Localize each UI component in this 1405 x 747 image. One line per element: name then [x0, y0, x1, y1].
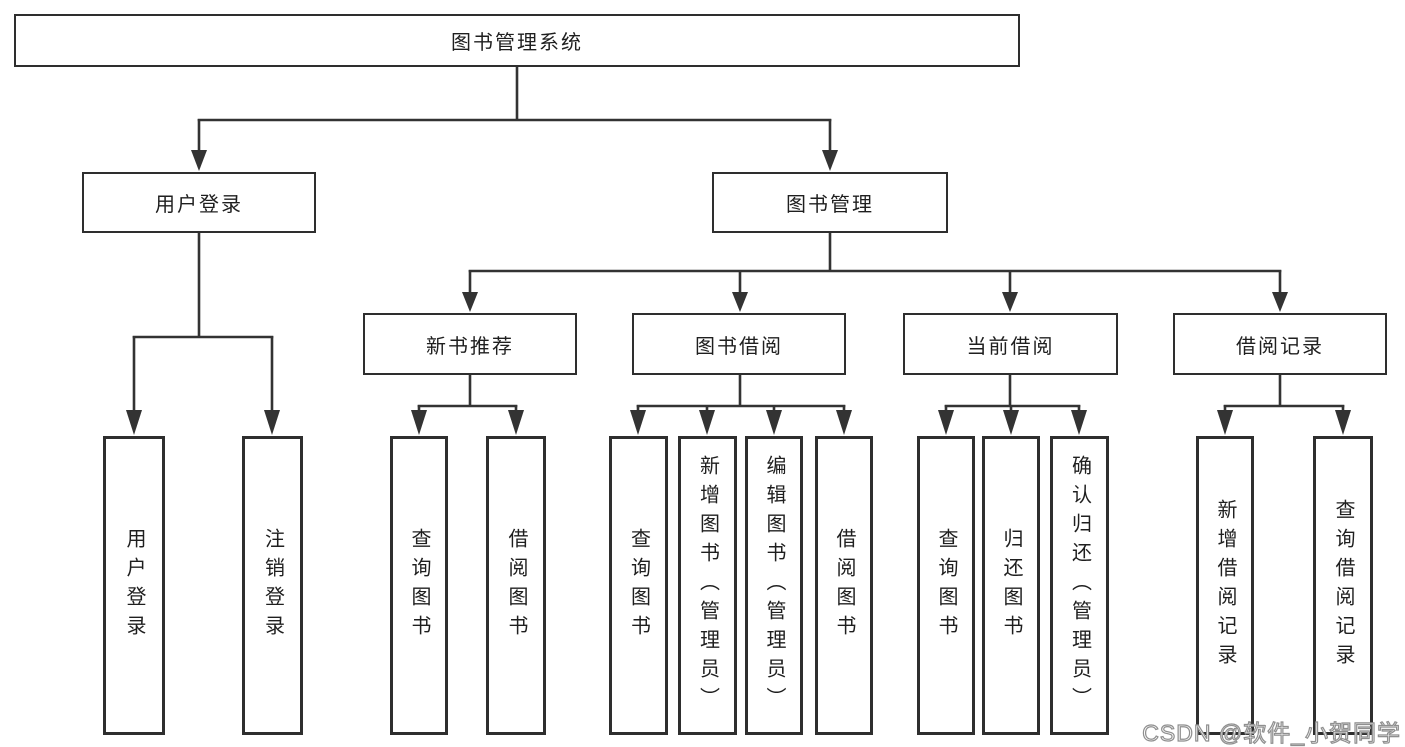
leaf-return-books: 归还图书 — [982, 436, 1040, 735]
leaf-query-books-recommend-label: 查询图书 — [408, 527, 430, 644]
arrowhead — [411, 410, 427, 435]
node-book-borrowing: 图书借阅 — [632, 313, 846, 375]
leaf-add-books-admin: 新增图书（管理员） — [678, 436, 737, 735]
leaf-edit-books-admin: 编辑图书（管理员） — [745, 436, 803, 735]
leaf-user-login: 用户登录 — [103, 436, 165, 735]
connector-group1-arrow-stubs — [132, 336, 274, 411]
leaf-add-books-admin-label: 新增图书（管理员） — [696, 455, 719, 716]
node-user-login-label: 用户登录 — [155, 194, 243, 216]
leaf-edit-books-admin-label: 编辑图书（管理员） — [763, 455, 785, 716]
arrowhead — [630, 410, 646, 435]
node-borrow-records: 借阅记录 — [1173, 313, 1387, 375]
arrowhead — [508, 410, 524, 435]
leaf-logout: 注销登录 — [242, 436, 303, 735]
node-borrow-records-label: 借阅记录 — [1236, 335, 1324, 358]
node-user-login: 用户登录 — [82, 172, 316, 233]
node-book-management-label: 图书管理 — [786, 194, 874, 216]
leaf-logout-label: 注销登录 — [261, 527, 284, 644]
leaf-query-books-current-label: 查询图书 — [935, 527, 957, 644]
node-new-book-recommend-label: 新书推荐 — [426, 335, 514, 358]
arrowhead — [1335, 410, 1351, 435]
node-book-management: 图书管理 — [712, 172, 948, 233]
leaf-query-books-borrowing-label: 查询图书 — [627, 527, 650, 644]
leaf-borrow-books-recommend: 借阅图书 — [486, 436, 546, 735]
node-new-book-recommend: 新书推荐 — [363, 313, 577, 375]
connector-level3-arrow-stubs — [468, 270, 1282, 293]
leaf-user-login-label: 用户登录 — [123, 527, 145, 644]
arrowhead — [699, 410, 715, 435]
leaf-query-books-current: 查询图书 — [917, 436, 975, 735]
arrowhead — [264, 410, 280, 435]
arrowhead — [1272, 292, 1288, 312]
csdn-watermark: CSDN @软件_小贺同学 — [1142, 719, 1401, 746]
leaf-add-borrow-record-label: 新增借阅记录 — [1214, 498, 1236, 673]
arrowhead — [766, 410, 782, 435]
leaf-query-borrow-record: 查询借阅记录 — [1313, 436, 1373, 735]
node-current-borrowing: 当前借阅 — [903, 313, 1118, 375]
leaf-query-borrow-record-label: 查询借阅记录 — [1332, 498, 1354, 673]
leaf-confirm-return-admin-label: 确认归还（管理员） — [1068, 455, 1091, 716]
arrowhead — [1071, 410, 1087, 435]
arrowheads — [126, 150, 1351, 435]
arrowhead — [1217, 410, 1233, 435]
leaf-borrow-books: 借阅图书 — [815, 436, 873, 735]
leaf-confirm-return-admin: 确认归还（管理员） — [1050, 436, 1109, 735]
arrowhead — [836, 410, 852, 435]
node-root: 图书管理系统 — [14, 14, 1020, 67]
leaf-borrow-books-recommend-label: 借阅图书 — [505, 527, 527, 644]
leaf-return-books-label: 归还图书 — [1000, 527, 1022, 644]
arrowhead — [126, 410, 142, 435]
arrowhead — [822, 150, 838, 171]
leaf-query-books-borrowing: 查询图书 — [609, 436, 668, 735]
node-current-borrowing-label: 当前借阅 — [966, 335, 1055, 358]
arrowhead — [191, 150, 207, 171]
arrowhead — [1003, 410, 1019, 435]
leaf-borrow-books-label: 借阅图书 — [833, 527, 855, 644]
node-root-label: 图书管理系统 — [451, 32, 583, 54]
leaf-add-borrow-record: 新增借阅记录 — [1196, 436, 1254, 735]
connector-level2-arrow-stubs — [197, 119, 832, 151]
arrowhead — [938, 410, 954, 435]
arrowhead — [732, 292, 748, 312]
connector-group3-arrow-stubs — [636, 405, 846, 411]
node-book-borrowing-label: 图书借阅 — [695, 335, 783, 358]
arrowhead — [1002, 292, 1018, 312]
leaf-query-books-recommend: 查询图书 — [390, 436, 448, 735]
arrowhead — [462, 292, 478, 312]
